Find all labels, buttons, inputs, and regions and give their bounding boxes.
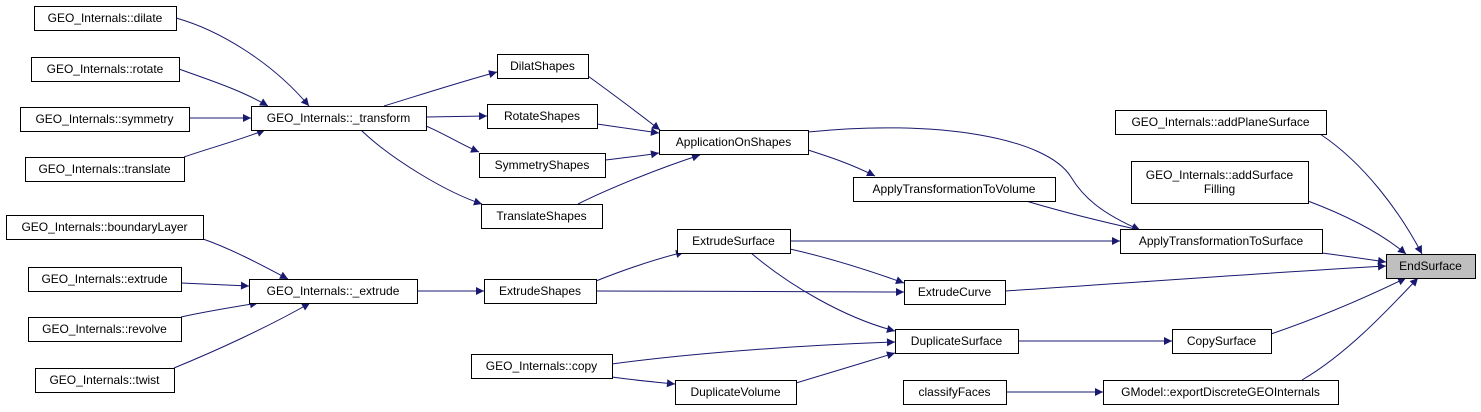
node-label: GEO_Internals::symmetry [35, 112, 173, 126]
edge-copy-to-DuplicateVolume [611, 376, 676, 388]
node-SymmetryShapes[interactable]: SymmetryShapes [479, 153, 606, 178]
node-label: ApplicationOnShapes [676, 135, 791, 149]
node-label: GEO_Internals::copy [486, 359, 597, 373]
node-label: RotateShapes [504, 109, 580, 123]
node-ExtrudeCurve[interactable]: ExtrudeCurve [904, 280, 1006, 305]
nodes-layer: GEO_Internals::dilateGEO_Internals::rota… [6, 6, 1476, 405]
node-label: GEO_Internals::rotate [47, 62, 164, 76]
node-exportDiscreteGEOInternals[interactable]: GModel::exportDiscreteGEOInternals [1103, 380, 1339, 405]
node-transform[interactable]: GEO_Internals::_transform [251, 106, 427, 131]
edge-ExtrudeSurface-to-ExtrudeCurve [789, 248, 905, 285]
node-symmetry[interactable]: GEO_Internals::symmetry [20, 107, 190, 132]
node-DuplicateSurface[interactable]: DuplicateSurface [895, 329, 1019, 354]
edge-addSurfaceFilling-to-EndSurface [1307, 200, 1407, 255]
edge-ApplyTransformationToSurface-to-EndSurface [1321, 252, 1387, 265]
edge-ExtrudeShapes-to-ExtrudeCurve [595, 287, 905, 296]
edge-ApplicationOnShapes-to-ApplyTransformationToSurface [807, 127, 1141, 231]
node-CopySurface[interactable]: CopySurface [1172, 329, 1272, 354]
edge-ExtrudeCurve-to-EndSurface [1004, 262, 1387, 292]
node-label: GEO_Internals::twist [49, 373, 160, 387]
node-label: GEO_Internals::addPlaneSurface [1131, 115, 1309, 129]
edge-twist-to-_extrude [173, 302, 311, 369]
node-label: SymmetryShapes [495, 158, 590, 172]
node-label: ApplyTransformationToVolume [873, 182, 1036, 196]
node-extrude[interactable]: GEO_Internals::extrude [28, 267, 182, 292]
node-label: GEO_Internals::_transform [267, 111, 410, 125]
node-label: TranslateShapes [496, 209, 586, 223]
edge-transform-to-SymmetryShapes [425, 125, 480, 153]
node-twist[interactable]: GEO_Internals::twist [35, 368, 175, 393]
edge-ApplicationOnShapes-to-ApplyTransformationToVolume [807, 149, 876, 177]
edge-addPlaneSurface-to-EndSurface [1319, 133, 1423, 255]
edge-RotateShapes-to-ApplicationOnShapes [596, 123, 660, 136]
node-addPlaneSurface[interactable]: GEO_Internals::addPlaneSurface [1115, 110, 1327, 135]
node-label: ExtrudeCurve [918, 285, 992, 299]
node-ExtrudeSurface[interactable]: ExtrudeSurface [677, 229, 791, 254]
edge-rotate-to-transform [178, 68, 269, 107]
edge-transform-to-RotateShapes [425, 112, 488, 121]
node-label: DilatShapes [510, 59, 575, 73]
edge-CopySurface-to-EndSurface [1270, 277, 1407, 335]
edge-ExtrudeSurface-to-DuplicateSurface [750, 252, 896, 333]
node-label: GEO_Internals::extrude [41, 272, 167, 286]
node-rotate[interactable]: GEO_Internals::rotate [31, 57, 180, 82]
node-label: DuplicateSurface [911, 334, 1003, 348]
edge-extrude-to-_extrude [180, 281, 250, 290]
edge-ExtrudeShapes-to-ExtrudeSurface [595, 250, 685, 282]
edges-layer [173, 17, 1423, 396]
node-label: GEO_Internals::revolve [42, 322, 167, 336]
node-revolve[interactable]: GEO_Internals::revolve [28, 317, 182, 342]
node-label: Filling [1204, 182, 1235, 196]
node-boundaryLayer[interactable]: GEO_Internals::boundaryLayer [6, 215, 204, 240]
edge-ApplyTransformationToVolume-to-ApplyTransformationToSurface [1025, 200, 1141, 233]
node-RotateShapes[interactable]: RotateShapes [487, 104, 598, 129]
edge-transform-to-DilatShapes [383, 70, 498, 107]
node-label: GEO_Internals::boundaryLayer [21, 220, 187, 234]
node-label: ApplyTransformationToSurface [1139, 234, 1304, 248]
node-ExtrudeShapes[interactable]: ExtrudeShapes [484, 279, 597, 304]
edge-SymmetryShapes-to-ApplicationOnShapes [604, 150, 660, 161]
node-ApplicationOnShapes[interactable]: ApplicationOnShapes [659, 130, 809, 155]
node-ApplyTransformationToSurface[interactable]: ApplyTransformationToSurface [1120, 229, 1323, 254]
edge-TranslateShapes-to-ApplicationOnShapes [577, 153, 701, 205]
node-EndSurface[interactable]: EndSurface [1386, 254, 1476, 279]
node-label: classifyFaces [918, 385, 990, 399]
edge-DilatShapes-to-ApplicationOnShapes [587, 75, 661, 131]
node-TranslateShapes[interactable]: TranslateShapes [481, 204, 603, 229]
node-label: ExtrudeSurface [692, 234, 775, 248]
node-DilatShapes[interactable]: DilatShapes [497, 54, 589, 79]
node-copy[interactable]: GEO_Internals::copy [471, 354, 613, 379]
node-label: GModel::exportDiscreteGEOInternals [1121, 385, 1320, 399]
node-label: CopySurface [1187, 334, 1257, 348]
node-DuplicateVolume[interactable]: DuplicateVolume [675, 380, 797, 405]
node-label: GEO_Internals::dilate [48, 11, 163, 25]
edge-DuplicateVolume-to-DuplicateSurface [795, 351, 896, 384]
edge-translate-to-transform [183, 129, 266, 158]
node-classifyFaces[interactable]: classifyFaces [903, 380, 1007, 405]
node-translate[interactable]: GEO_Internals::translate [25, 157, 185, 182]
node-ApplyTransformationToVolume[interactable]: ApplyTransformationToVolume [853, 177, 1056, 202]
node-label: ExtrudeShapes [499, 284, 581, 298]
edge-revolve-to-_extrude [180, 300, 259, 318]
node-dilate[interactable]: GEO_Internals::dilate [34, 6, 177, 31]
node-_extrude[interactable]: GEO_Internals::_extrude [249, 279, 418, 304]
node-label: EndSurface [1399, 259, 1462, 273]
node-label: GEO_Internals::translate [38, 162, 170, 176]
edge-dilate-to-transform [175, 17, 310, 107]
edge-exportDiscreteGEOInternals-to-EndSurface [1301, 277, 1419, 381]
node-label: GEO_Internals::_extrude [267, 284, 400, 298]
node-label: DuplicateVolume [690, 385, 780, 399]
edge-transform-to-TranslateShapes [360, 129, 483, 206]
edge-boundaryLayer-to-_extrude [202, 238, 289, 280]
node-label: GEO_Internals::addSurface [1146, 168, 1294, 182]
edge-copy-to-DuplicateSurface [611, 338, 896, 365]
